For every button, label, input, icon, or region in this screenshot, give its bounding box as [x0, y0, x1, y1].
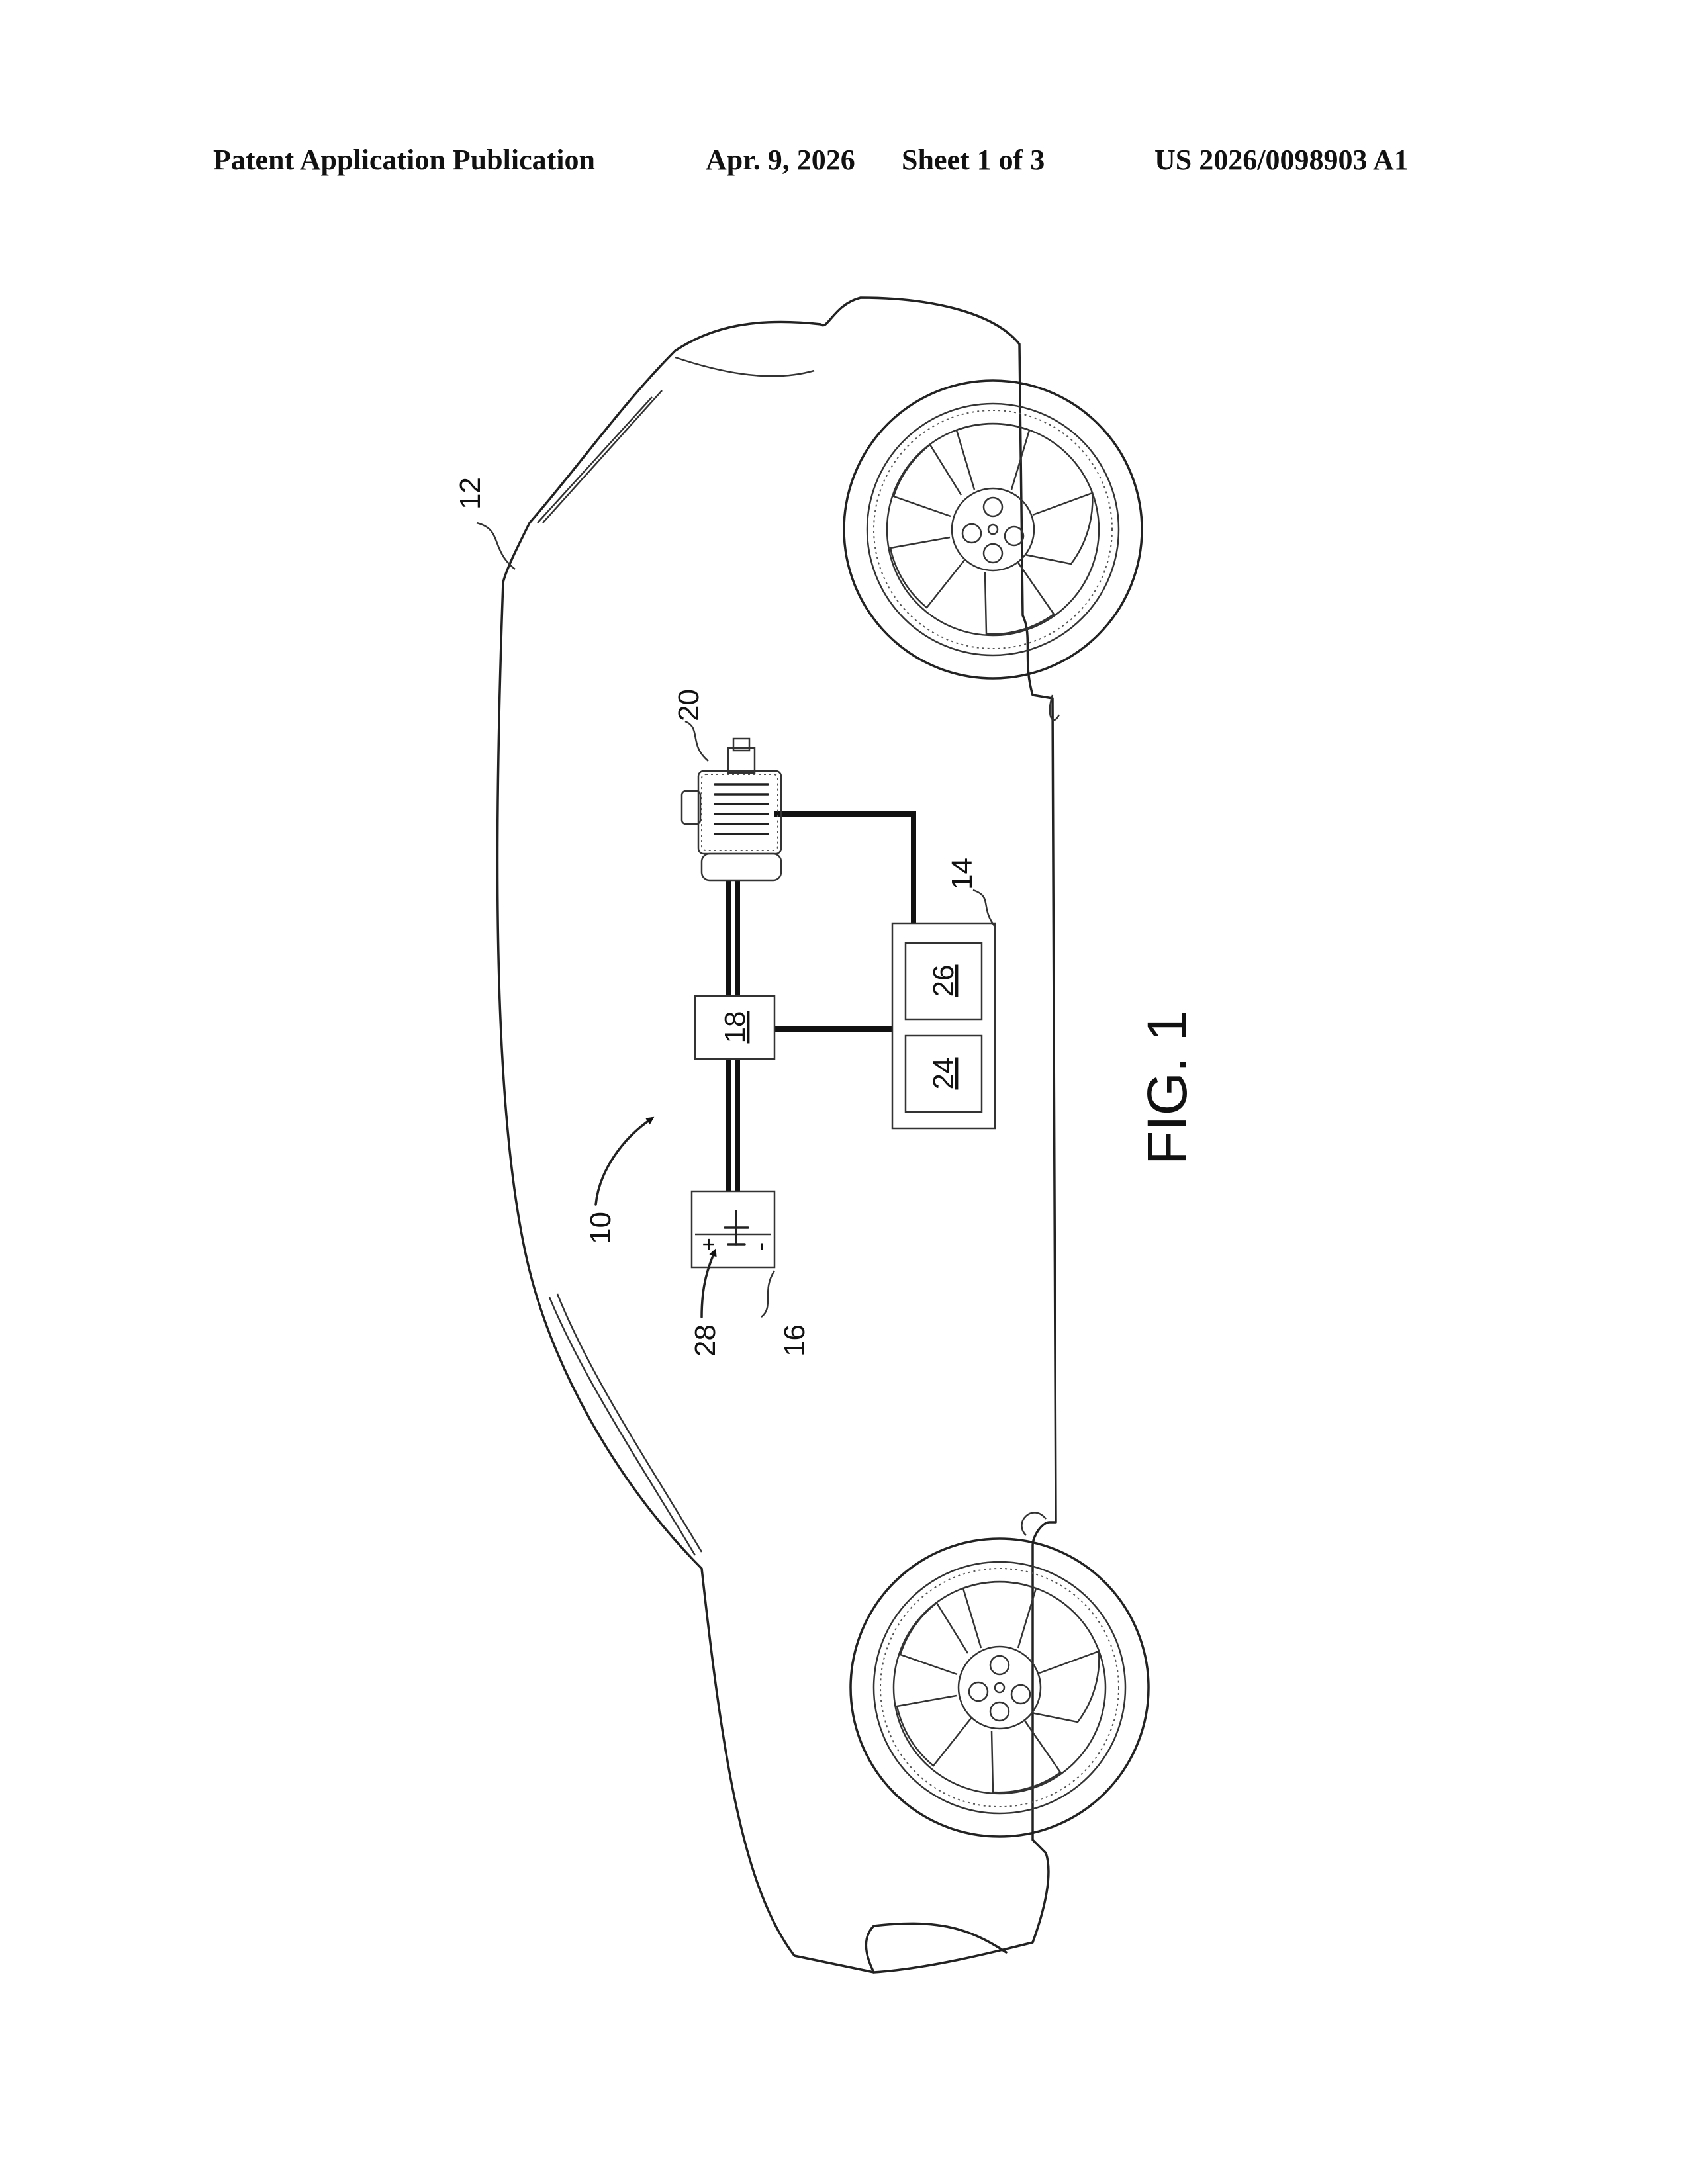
ref-10: 10 — [585, 1212, 617, 1244]
rear-wheel — [844, 381, 1142, 678]
wiring — [728, 814, 914, 1191]
battery-minus-sign: - — [746, 1242, 775, 1251]
ref-16: 16 — [778, 1324, 811, 1357]
battery-plus-sign: + — [696, 1238, 722, 1251]
arrow-28 — [702, 1251, 715, 1317]
electric-motor — [682, 739, 781, 880]
ref-20: 20 — [673, 689, 705, 721]
ref-24: 24 — [927, 1058, 960, 1090]
figure-caption: FIG. 1 — [1136, 1011, 1198, 1165]
vehicle-body-outline — [497, 298, 1056, 1972]
ref-12: 12 — [454, 477, 487, 510]
arrow-10 — [596, 1118, 652, 1205]
controller-box — [892, 923, 995, 1128]
battery — [692, 1191, 774, 1267]
leader-16 — [761, 1271, 774, 1317]
ref-14: 14 — [946, 858, 978, 890]
ref-18: 18 — [719, 1011, 751, 1044]
leader-14 — [973, 890, 995, 927]
leader-20 — [685, 721, 708, 761]
leader-12 — [477, 523, 515, 569]
front-wheel — [851, 1539, 1149, 1837]
ref-28: 28 — [689, 1324, 722, 1357]
ref-26: 26 — [927, 965, 960, 997]
